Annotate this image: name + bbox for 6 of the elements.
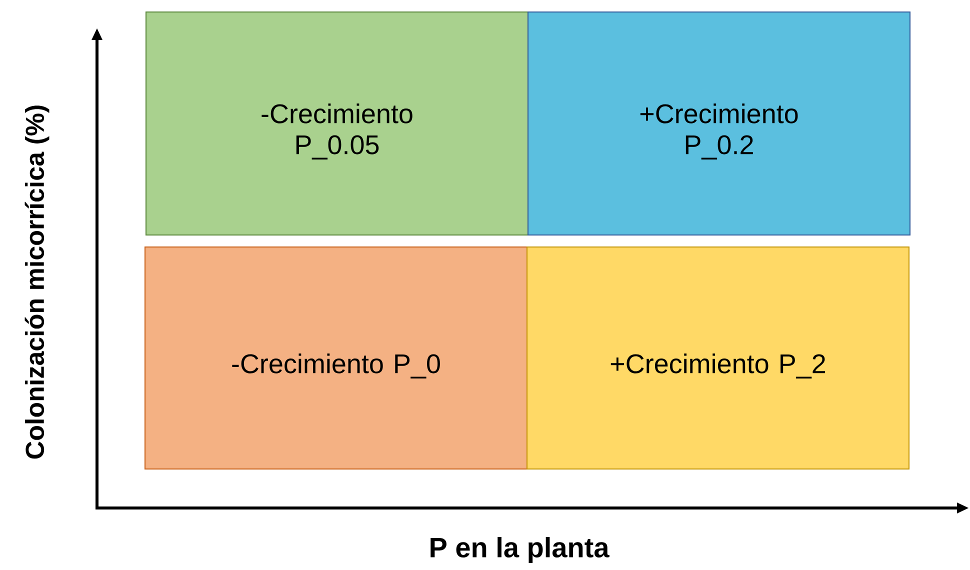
quadrant-box: -Crecimiento P_0.05 <box>146 12 528 236</box>
quadrant-box: +Crecimiento P_0.2 <box>528 12 910 236</box>
axis-label: P en la planta <box>430 536 610 564</box>
quadrant-box: +Crecimiento P_2 <box>526 246 910 470</box>
quadrant-box: -Crecimiento P_0 <box>144 246 528 470</box>
axis-label: Colonización micorrícica (%) <box>24 106 50 459</box>
